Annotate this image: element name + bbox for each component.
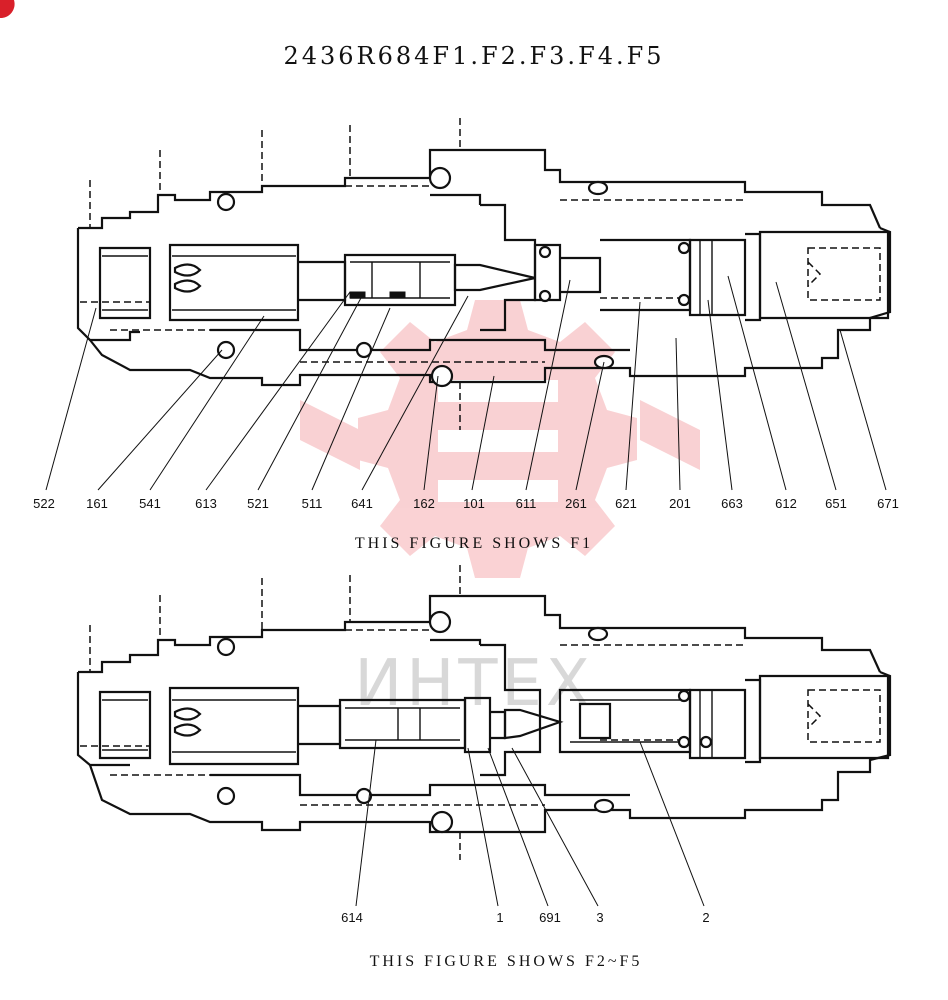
part-label: 641	[351, 496, 373, 511]
part-label: 3	[596, 910, 603, 925]
figure-f1-drawing	[76, 118, 892, 430]
part-label: 611	[516, 496, 537, 511]
part-label: 614	[341, 910, 363, 925]
figure-f2-leaders	[355, 739, 705, 907]
figure-f1-caption: THIS FIGURE SHOWS F1	[355, 535, 593, 552]
figure-f2-labels: 614 1 691 3 2	[341, 910, 709, 925]
part-label: 671	[877, 496, 899, 511]
part-label: 691	[539, 910, 561, 925]
part-label: 511	[302, 496, 323, 511]
part-label: 1	[496, 910, 503, 925]
figure-f2-drawing	[76, 565, 892, 860]
part-label: 621	[615, 496, 637, 511]
part-label: 162	[413, 496, 435, 511]
figure-f1-labels: 522 161 541 613 521 511 641 162 101 611 …	[33, 496, 899, 511]
part-label: 521	[247, 496, 269, 511]
part-label: 612	[775, 496, 797, 511]
part-label: 2	[702, 910, 709, 925]
part-label: 161	[86, 496, 108, 511]
figure-f2-seals	[216, 610, 713, 834]
watermark-text: ИНТЕХ	[354, 647, 593, 721]
part-label: 261	[565, 496, 587, 511]
part-label: 651	[825, 496, 847, 511]
part-label: 522	[33, 496, 55, 511]
figure-f1-seals	[216, 166, 691, 388]
figure-f2-caption: THIS FIGURE SHOWS F2~F5	[370, 953, 643, 970]
part-label: 541	[139, 496, 161, 511]
corner-badge	[0, 0, 15, 19]
figure-f1-leaders	[45, 275, 887, 491]
drawing-title: 2436R684F1.F2.F3.F4.F5	[283, 42, 664, 70]
part-label: 663	[721, 496, 743, 511]
part-label: 613	[195, 496, 217, 511]
part-label: 201	[669, 496, 691, 511]
part-label: 101	[463, 496, 485, 511]
